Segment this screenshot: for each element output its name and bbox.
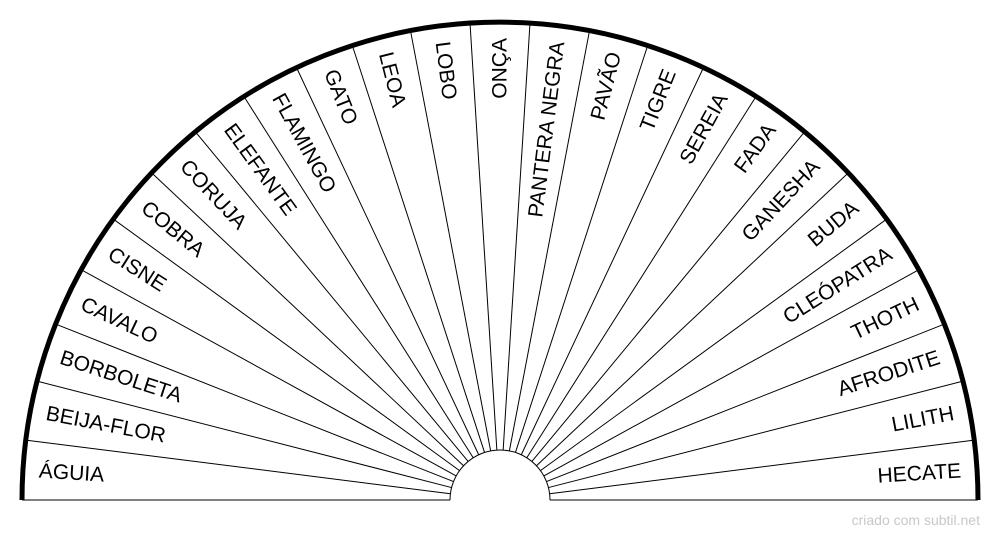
sector-label: GATO <box>319 66 362 128</box>
sector-label: BUDA <box>804 197 864 252</box>
sector-divider <box>55 323 454 483</box>
sector-divider <box>469 22 498 451</box>
sector-divider <box>194 131 469 462</box>
sector-divider <box>502 22 531 451</box>
sector-label: ONÇA <box>489 38 512 99</box>
sector-divider <box>548 380 964 489</box>
sector-label: CISNE <box>104 243 171 297</box>
sector-divider <box>546 323 945 483</box>
sector-label: HECATE <box>877 460 962 488</box>
sector-label: CORUJA <box>175 155 251 234</box>
sector-label: LOBO <box>431 40 461 101</box>
sector-divider <box>151 172 464 467</box>
sector-divider <box>409 30 492 451</box>
sector-divider <box>351 45 486 453</box>
sector-divider <box>549 439 975 495</box>
sector-divider <box>508 30 591 451</box>
sector-divider <box>520 67 704 455</box>
sector-label: COBRA <box>137 197 209 262</box>
sector-label: BEIJA-FLOR <box>44 402 168 447</box>
sector-divider <box>80 269 457 477</box>
sector-label: LILITH <box>890 402 956 436</box>
sector-divider <box>526 96 757 459</box>
sector-divider <box>112 218 460 472</box>
sector-divider <box>540 218 888 472</box>
footer-credit: criado com subtil.net <box>851 512 980 528</box>
sector-label: SEREIA <box>675 90 732 169</box>
sector-divider <box>543 269 920 477</box>
sector-divider <box>36 380 452 489</box>
sector-label: LEOA <box>374 50 410 110</box>
sector-label: PANTERA NEGRA <box>524 40 569 218</box>
sector-divider <box>531 131 806 462</box>
sector-label: BORBOLETA <box>57 346 185 407</box>
sector-label: AFRODITE <box>835 346 943 401</box>
sector-label: ÁGUIA <box>38 460 105 487</box>
sector-label: CAVALO <box>77 293 161 349</box>
inner-arc <box>449 449 551 501</box>
sector-divider <box>296 67 480 455</box>
sector-divider <box>514 45 649 453</box>
sector-divider <box>243 96 474 459</box>
sector-label: PAVÃO <box>586 49 626 122</box>
sector-divider <box>25 439 451 495</box>
sector-label: TIGRE <box>636 66 681 134</box>
sector-divider <box>536 172 849 467</box>
sector-label: FADA <box>730 119 781 177</box>
outer-arc <box>19 19 981 501</box>
